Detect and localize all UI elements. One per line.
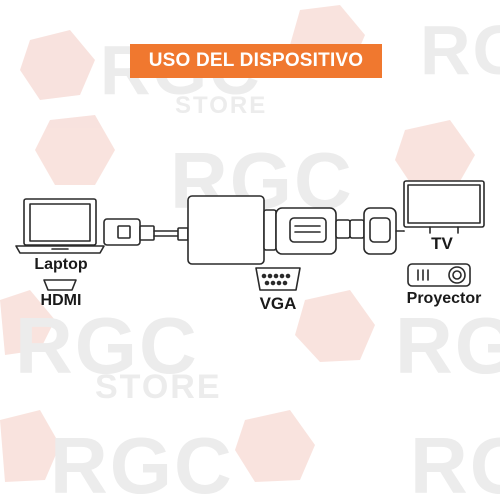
watermark-logo-6 — [295, 290, 375, 362]
watermark-logo-1 — [20, 30, 95, 100]
watermark-brand-left: RGC — [15, 301, 199, 390]
vga-port-icon — [255, 267, 301, 291]
watermark-brand-bottom: RGC — [50, 421, 234, 500]
label-vga: VGA — [259, 294, 297, 313]
watermark-logo-8 — [235, 410, 315, 482]
watermark-brand-right: RGC — [395, 301, 500, 390]
label-hdmi: HDMI — [40, 292, 82, 309]
watermark-logo-4 — [395, 120, 475, 190]
watermark-logo-3 — [35, 115, 115, 185]
watermark-logo-7 — [0, 410, 60, 482]
watermark-sub-mid: STORE — [95, 368, 222, 406]
watermark-brand-bottomright: RGC — [410, 421, 500, 500]
label-laptop: Laptop — [34, 256, 88, 273]
adapter-box-icon — [187, 195, 265, 265]
hdmi-port-icon — [43, 279, 77, 291]
laptop-icon — [15, 198, 105, 254]
label-tv: TV — [431, 234, 453, 253]
label-projector: Proyector — [406, 290, 482, 307]
tv-icon — [403, 180, 485, 234]
watermark-sub-top: STORE — [175, 92, 268, 119]
vga-cable-icon — [263, 207, 405, 255]
hdmi-plug-icon — [103, 218, 189, 246]
title-banner: USO DEL DISPOSITIVO — [130, 44, 382, 78]
watermark-logo-5 — [0, 290, 55, 355]
watermark-brand-topright: RGC — [420, 11, 500, 89]
projector-icon — [407, 263, 471, 287]
